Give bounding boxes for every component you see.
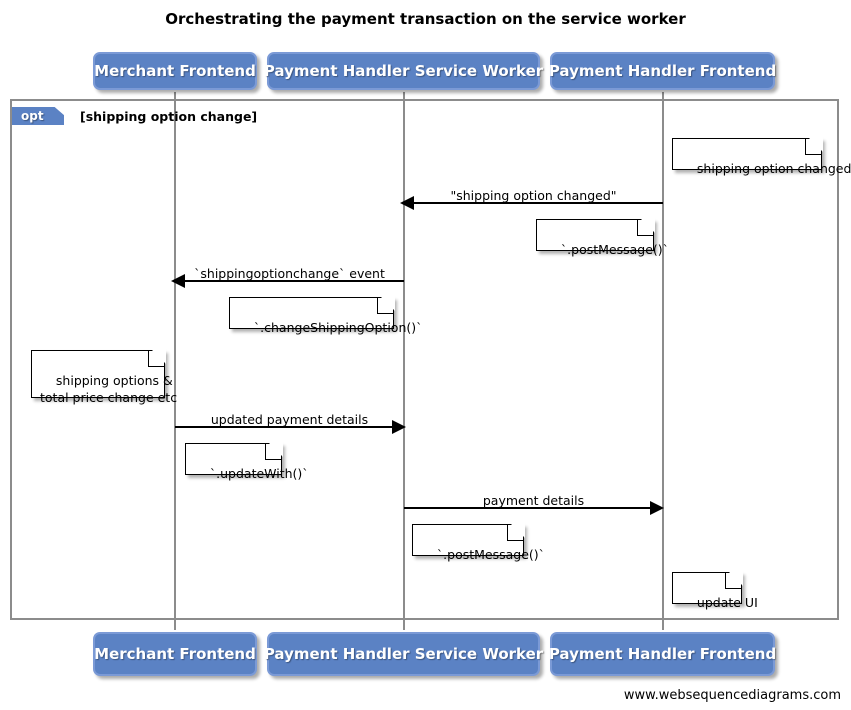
actor-bottom-payment-handler-service-worker[interactable]: Payment Handler Service Worker bbox=[263, 632, 544, 676]
note-change-shipping-option: `.changeShippingOption()` bbox=[229, 296, 422, 335]
note-text: shipping options & total price change et… bbox=[40, 373, 178, 405]
note-fold-line-icon bbox=[377, 297, 394, 314]
note-fold-line-icon bbox=[265, 443, 282, 460]
message-line-shipping-option-changed bbox=[412, 202, 663, 204]
note-text: `.postMessage()` bbox=[560, 242, 669, 257]
actor-label: Payment Handler Service Worker bbox=[263, 62, 544, 80]
fragment-operator-label: opt bbox=[12, 107, 64, 125]
note-fold-line-icon bbox=[507, 524, 524, 541]
arrow-head-left-icon bbox=[171, 274, 185, 288]
fragment-frame-opt bbox=[10, 99, 839, 620]
note-fold-line-icon bbox=[637, 219, 654, 236]
note-update-with: `.updateWith()` bbox=[185, 442, 309, 481]
lifeline-payment-handler-frontend bbox=[662, 92, 664, 630]
message-label-payment-details: payment details bbox=[482, 493, 585, 508]
note-fold-line-icon bbox=[805, 138, 822, 155]
message-label-shipping-option-changed: "shipping option changed" bbox=[450, 188, 617, 203]
note-text: update UI bbox=[696, 595, 758, 610]
lifeline-merchant-frontend bbox=[174, 92, 176, 630]
actor-label: Payment Handler Frontend bbox=[548, 645, 777, 663]
footer-credit-link[interactable]: www.websequencediagrams.com bbox=[623, 688, 841, 703]
page-title: Orchestrating the payment transaction on… bbox=[165, 10, 686, 28]
fragment-guard-label: [shipping option change] bbox=[80, 109, 258, 124]
note-fold-line-icon bbox=[725, 572, 742, 589]
note-fold-line-icon bbox=[148, 350, 165, 367]
note-text: `.updateWith()` bbox=[209, 466, 309, 481]
actor-bottom-payment-handler-frontend[interactable]: Payment Handler Frontend bbox=[548, 632, 777, 676]
note-shipping-options-total-price: shipping options & total price change et… bbox=[31, 349, 177, 405]
note-shipping-option-changed: shipping option changed bbox=[672, 137, 851, 176]
note-update-ui: update UI bbox=[672, 571, 758, 610]
actor-top-payment-handler-service-worker[interactable]: Payment Handler Service Worker bbox=[263, 52, 544, 90]
actor-bottom-merchant-frontend[interactable]: Merchant Frontend bbox=[93, 632, 257, 676]
actor-top-payment-handler-frontend[interactable]: Payment Handler Frontend bbox=[548, 52, 777, 90]
arrow-head-left-icon bbox=[400, 196, 414, 210]
note-post-message-1: `.postMessage()` bbox=[536, 218, 669, 257]
actor-label: Merchant Frontend bbox=[94, 62, 256, 80]
arrow-head-right-icon bbox=[650, 501, 664, 515]
message-line-shippingoptionchange-event bbox=[183, 280, 404, 282]
note-text: `.postMessage()` bbox=[436, 547, 545, 562]
lifeline-payment-handler-service-worker bbox=[403, 92, 405, 630]
message-label-shippingoptionchange-event: `shippingoptionchange` event bbox=[194, 266, 385, 281]
actor-label: Merchant Frontend bbox=[94, 645, 256, 663]
message-label-updated-payment-details: updated payment details bbox=[210, 412, 369, 427]
arrow-head-right-icon bbox=[392, 420, 406, 434]
message-line-payment-details bbox=[404, 507, 652, 509]
note-text: shipping option changed bbox=[696, 161, 851, 176]
actor-label: Payment Handler Service Worker bbox=[263, 645, 544, 663]
message-line-updated-payment-details bbox=[175, 426, 394, 428]
actor-top-merchant-frontend[interactable]: Merchant Frontend bbox=[93, 52, 257, 90]
actor-label: Payment Handler Frontend bbox=[548, 62, 777, 80]
note-text: `.changeShippingOption()` bbox=[253, 320, 423, 335]
note-post-message-2: `.postMessage()` bbox=[412, 523, 545, 562]
